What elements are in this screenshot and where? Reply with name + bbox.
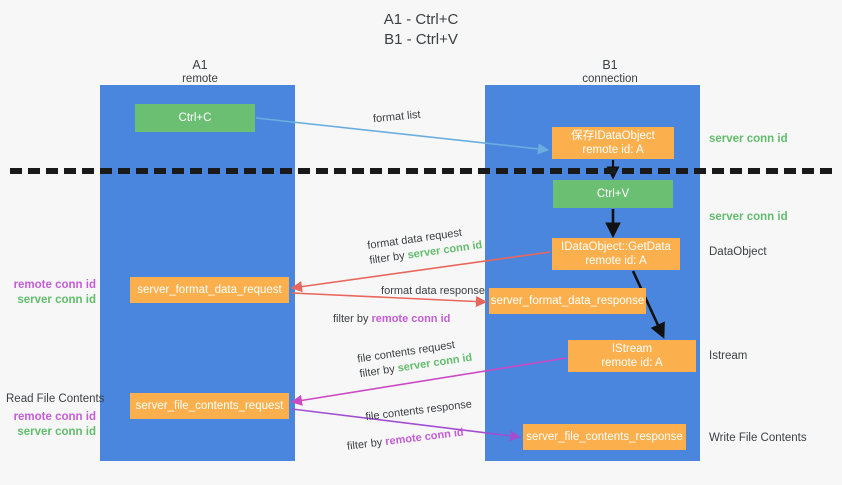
annotation-left-conn-ids-bottom: remote conn id server conn id xyxy=(8,410,96,440)
filter-by-prefix-4: filter by xyxy=(346,436,387,453)
node-server-format-data-request[interactable]: server_format_data_request xyxy=(130,277,289,303)
edge-label-file-contents-response-filter: filter by remote conn id xyxy=(346,424,476,455)
node-ctrl-v[interactable]: Ctrl+V xyxy=(553,180,673,208)
node-idataobject-store-sub: remote id: A xyxy=(582,144,644,156)
node-getdata-sub: remote id: A xyxy=(585,255,647,267)
edge-label-format-data-response-text: format data response xyxy=(381,285,485,297)
filter-by-prefix-1: filter by xyxy=(368,249,409,267)
node-idataobject-getdata[interactable]: IDataObject::GetData remote id: A xyxy=(552,238,680,270)
title-line-1: A1 - Ctrl+C xyxy=(383,11,459,28)
edge-label-format-list: format list xyxy=(372,108,421,128)
edge-label-format-data-response-filter: filter by remote conn id xyxy=(333,312,533,327)
node-server-file-contents-request-label: server_file_contents_request xyxy=(135,400,284,412)
filter-by-prefix-2: filter by xyxy=(333,313,372,325)
node-ctrl-c-label: Ctrl+C xyxy=(178,112,212,124)
node-istream-sub: remote id: A xyxy=(601,357,663,369)
annotation-read-file-contents: Read File Contents xyxy=(6,393,105,405)
annotation-write-file-contents: Write File Contents xyxy=(709,432,807,444)
title-line-2: B1 - Ctrl+V xyxy=(384,31,458,48)
column-b1-sub: connection xyxy=(582,73,638,85)
edge-label-format-list-text: format list xyxy=(372,108,422,126)
node-idataobject-store-label: 保存IDataObject xyxy=(571,130,655,142)
column-a1-name: A1 xyxy=(192,58,208,72)
edge-label-format-data-response: format data response filter by remote co… xyxy=(333,284,533,327)
node-server-format-data-response[interactable]: server_format_data_response xyxy=(489,288,646,314)
token-server-conn-id-left-1: server conn id xyxy=(17,294,96,306)
node-ctrl-c[interactable]: Ctrl+C xyxy=(135,104,255,132)
column-header-a1: A1 remote xyxy=(120,58,280,86)
edge-label-format-data-request: format data request filter by server con… xyxy=(366,223,483,269)
node-getdata-label: IDataObject::GetData xyxy=(561,241,671,253)
column-header-b1: B1 connection xyxy=(520,58,700,86)
node-server-format-data-response-label: server_format_data_response xyxy=(490,295,645,307)
token-server-conn-id-left-2: server conn id xyxy=(17,426,96,438)
edge-label-file-contents-response-text: file contents response xyxy=(364,398,473,424)
node-ctrl-v-label: Ctrl+V xyxy=(596,188,630,200)
column-a1-sub: remote xyxy=(182,73,218,85)
node-istream[interactable]: IStream remote id: A xyxy=(568,340,696,372)
annotation-istream: Istream xyxy=(709,350,748,362)
phase-divider xyxy=(10,168,832,174)
node-server-format-data-request-label: server_format_data_request xyxy=(137,284,282,296)
token-remote-conn-id-left-1: remote conn id xyxy=(13,279,96,291)
token-remote-conn-id-left-2: remote conn id xyxy=(13,411,96,423)
edge-label-file-contents-request: file contents request filter by server c… xyxy=(356,336,473,382)
node-idataobject-store[interactable]: 保存IDataObject remote id: A xyxy=(552,127,674,159)
node-server-file-contents-request[interactable]: server_file_contents_request xyxy=(130,393,289,419)
column-b1-name: B1 xyxy=(602,58,618,72)
node-server-file-contents-response[interactable]: server_file_contents_response xyxy=(523,424,686,450)
annotation-left-conn-ids-top: remote conn id server conn id xyxy=(8,278,96,308)
diagram-title: A1 - Ctrl+C B1 - Ctrl+V xyxy=(0,10,842,50)
annotation-dataobject: DataObject xyxy=(709,246,767,258)
annotation-server-conn-id-top: server conn id xyxy=(709,133,788,145)
token-remote-conn-id-1: remote conn id xyxy=(371,313,451,325)
annotation-server-conn-id-mid: server conn id xyxy=(709,211,788,223)
node-server-file-contents-response-label: server_file_contents_response xyxy=(526,431,683,443)
token-remote-conn-id-2: remote conn id xyxy=(384,426,465,449)
edge-label-file-contents-response: file contents response filter by remote … xyxy=(343,397,476,454)
node-istream-label: IStream xyxy=(611,343,653,355)
